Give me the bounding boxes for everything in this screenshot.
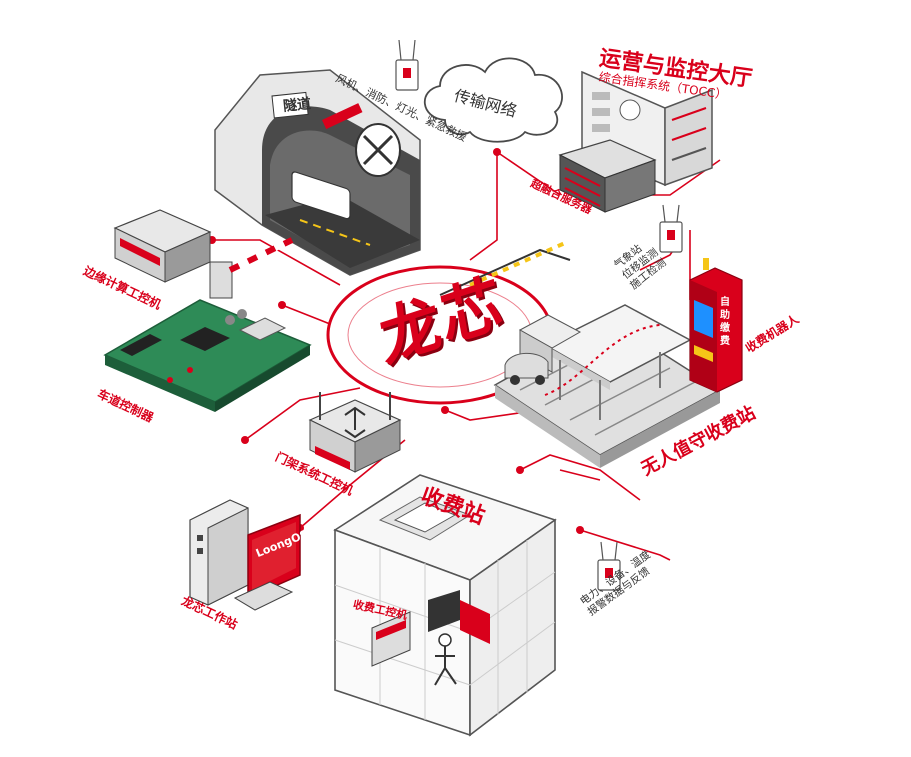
edge-computer-icon — [113, 209, 212, 283]
network-cloud-icon — [423, 57, 563, 143]
tunnel-illustration — [214, 69, 421, 276]
workstation-label: 龙芯工作站 — [179, 593, 240, 632]
station-label: 收费站 — [417, 483, 488, 530]
robot-label: 收费机器人 — [743, 311, 802, 356]
workstation-icon — [189, 499, 301, 611]
gantry-router-icon — [308, 392, 402, 473]
sensors-top-label: 气象站 位移监测 施工检测 — [612, 242, 669, 292]
kiosk-label: 自助缴费 — [720, 297, 730, 347]
gantry-pc-label: 门架系统工控机 — [273, 449, 356, 499]
station-sensor-icon — [597, 541, 621, 591]
unmanned-station-label: 无人值守收费站 — [637, 402, 759, 481]
core-logo: 龙芯 — [374, 264, 510, 377]
tunnel-systems-label: 风机、消防、灯光、紧急救援 — [333, 71, 469, 145]
weather-sensor-icon — [659, 204, 683, 253]
lane-controller-board-icon — [103, 299, 312, 412]
sensors-bottom-label: 电力、设备、温度 报警数据与反馈 — [578, 548, 654, 619]
tunnel-sensor-icon — [395, 39, 419, 91]
edge-pc-label: 边缘计算工控机 — [81, 263, 164, 313]
server-rack-icon — [558, 139, 657, 213]
server-label: 超融合服务器 — [528, 176, 594, 217]
network-label: 传输网络 — [452, 85, 519, 121]
tunnel-label: 隧道 — [282, 96, 312, 115]
toll-station-building — [333, 474, 557, 737]
barrier-gate-icon — [209, 237, 294, 299]
payment-kiosk-icon — [689, 258, 743, 393]
lane-controller-label: 车道控制器 — [95, 386, 156, 425]
os-label: LoongOS — [254, 527, 310, 561]
station-pc-label: 收费工控机 — [351, 597, 409, 623]
